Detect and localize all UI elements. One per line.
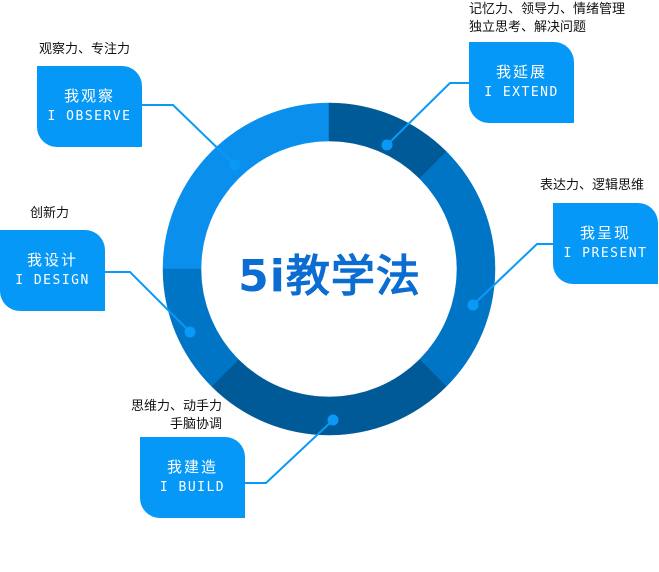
- present-box: 我呈现 I PRESENT: [553, 203, 658, 284]
- build-cn: 我建造: [166, 458, 218, 476]
- observe-box: 我观察 I OBSERVE: [37, 66, 142, 147]
- connector-design: [105, 271, 191, 333]
- connector-dot-build: [327, 414, 339, 426]
- observe-skills: 观察力、专注力: [39, 42, 131, 57]
- extend-cn: 我延展: [495, 63, 547, 81]
- connector-extend: [386, 82, 469, 146]
- design-skills: 创新力: [30, 206, 70, 221]
- connector-present: [472, 243, 553, 306]
- build-skills-2: 手脑协调: [169, 417, 222, 432]
- present-en: I PRESENT: [563, 246, 648, 261]
- extend-skills-1: 记忆力、领导力、情绪管理: [469, 2, 626, 17]
- connector-observe: [142, 104, 236, 166]
- build-en: I BUILD: [159, 480, 226, 495]
- extend-en: I EXTEND: [484, 85, 559, 100]
- connector-dot-present: [467, 299, 479, 311]
- connector-dot-extend: [381, 139, 393, 151]
- present-skills: 表达力、逻辑思维: [540, 178, 645, 193]
- design-cn: 我设计: [26, 251, 78, 269]
- present-cn: 我呈现: [579, 224, 631, 242]
- connector-dot-design: [184, 326, 196, 338]
- design-box: 我设计 I DESIGN: [0, 230, 105, 311]
- connector-dot-observe: [229, 159, 241, 171]
- ring-segment-present: [419, 151, 496, 387]
- extend-skills-2: 独立思考、解决问题: [469, 20, 587, 35]
- connector-build: [245, 419, 334, 484]
- observe-en: I OBSERVE: [47, 109, 132, 124]
- center-title: 5i教学法: [238, 251, 421, 302]
- ring-segment-build: [211, 359, 447, 436]
- observe-cn: 我观察: [63, 87, 115, 105]
- build-skills-1: 思维力、动手力: [130, 399, 222, 414]
- extend-box: 我延展 I EXTEND: [469, 42, 574, 123]
- build-box: 我建造 I BUILD: [140, 437, 245, 518]
- design-en: I DESIGN: [15, 273, 90, 288]
